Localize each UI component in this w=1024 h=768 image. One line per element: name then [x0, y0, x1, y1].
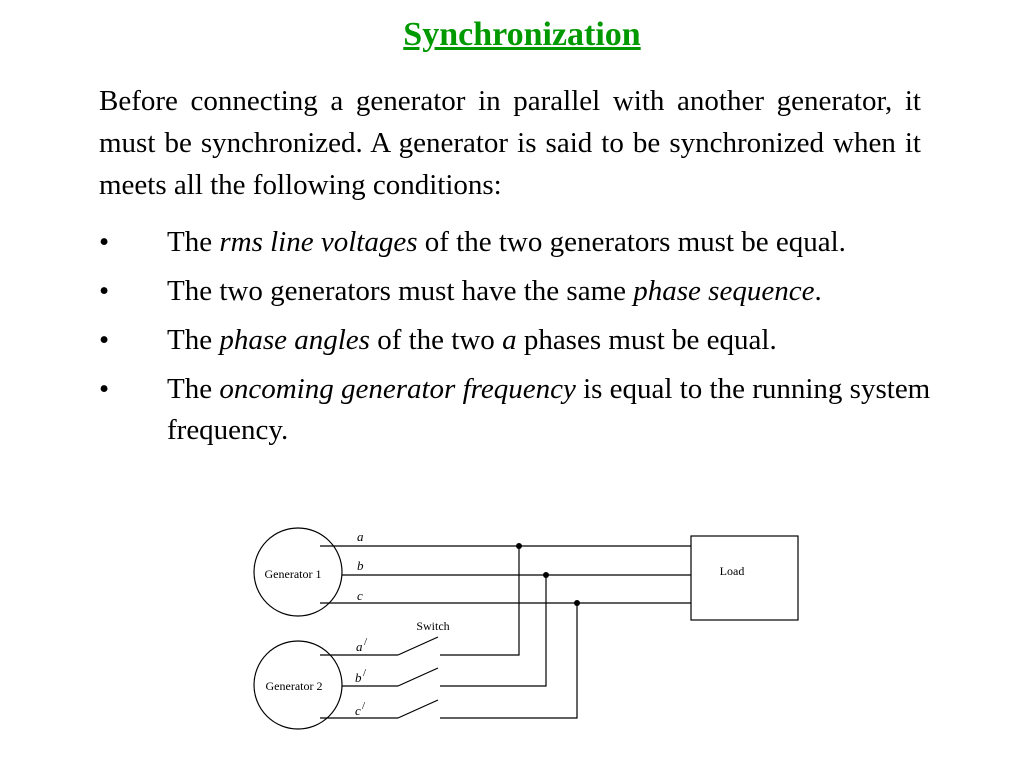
- prime-mark: /: [363, 667, 367, 679]
- generator-1-label: Generator 1: [265, 567, 322, 581]
- condition-item-4: • The oncoming generator frequency is eq…: [99, 369, 949, 451]
- phase-label-b: b: [357, 558, 364, 573]
- condition-text: The: [167, 226, 220, 258]
- switch-output-a: [440, 546, 520, 656]
- slide-title: Synchronization: [403, 16, 641, 53]
- condition-emphasis: rms line voltages: [219, 226, 418, 258]
- switch-label: Switch: [416, 619, 449, 633]
- bullet-marker: •: [99, 373, 110, 405]
- phase-label-c-prime: c: [355, 703, 361, 718]
- bullet-marker: •: [99, 226, 110, 258]
- load-label: Load: [720, 564, 745, 578]
- phase-label-c: c: [357, 588, 363, 603]
- condition-text: The two generators must have the same: [167, 275, 634, 307]
- intro-paragraph: Before connecting a generator in paralle…: [99, 85, 921, 201]
- condition-text: phases must be equal.: [516, 324, 777, 356]
- condition-text: of the two: [369, 324, 503, 356]
- condition-emphasis: a: [502, 324, 517, 356]
- junction-dot-a: [516, 543, 522, 549]
- junction-dot-b: [543, 572, 549, 578]
- conditions-list: • The rms line voltages of the two gener…: [99, 222, 949, 459]
- condition-text: The: [167, 373, 220, 405]
- condition-emphasis: phase sequence: [633, 275, 815, 307]
- condition-item-1: • The rms line voltages of the two gener…: [99, 222, 949, 263]
- condition-emphasis: oncoming generator frequency: [219, 373, 576, 405]
- condition-emphasis: phase angles: [219, 324, 370, 356]
- phase-label-b-prime: b: [355, 670, 362, 685]
- switch-output-b: [440, 575, 547, 687]
- junction-dot-c: [574, 600, 580, 606]
- generator-2-label: Generator 2: [266, 679, 323, 693]
- condition-item-3: • The phase angles of the two a phases m…: [99, 320, 949, 361]
- phase-label-a-prime: a: [356, 639, 363, 654]
- generator-2-circle: [253, 640, 343, 730]
- condition-text: is equal to the running system frequency…: [167, 373, 931, 446]
- condition-text: .: [814, 275, 822, 307]
- phase-label-a: a: [357, 529, 364, 544]
- generator-1-circle: [253, 527, 343, 617]
- condition-item-2: • The two generators must have the same …: [99, 271, 949, 312]
- condition-text: of the two generators must be equal.: [417, 226, 846, 258]
- bullet-marker: •: [99, 275, 110, 307]
- switch-blade-c: [397, 699, 439, 719]
- switch-output-c: [440, 603, 578, 719]
- load-box: [690, 535, 799, 621]
- switch-blade-a: [397, 636, 439, 656]
- prime-mark: /: [362, 700, 366, 712]
- bullet-marker: •: [99, 324, 110, 356]
- condition-text: The: [167, 324, 220, 356]
- prime-mark: /: [364, 636, 368, 648]
- switch-blade-b: [397, 667, 439, 687]
